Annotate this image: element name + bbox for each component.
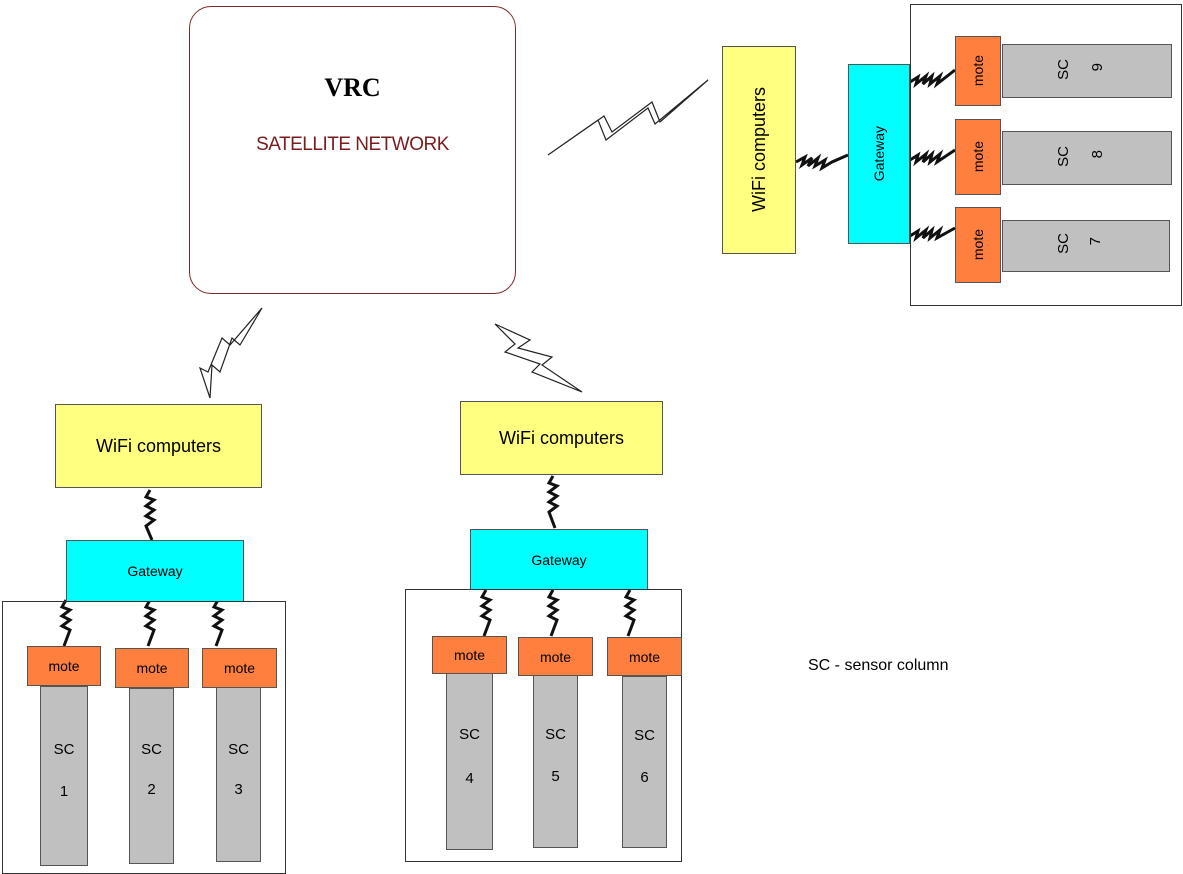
wifi-computers-right: WiFi computers: [722, 46, 796, 254]
vrc-title: VRC: [324, 73, 381, 102]
legend-sensor-column: SC - sensor column: [808, 657, 949, 674]
gateway-middle: Gateway: [470, 529, 648, 590]
gateway-right: Gateway: [848, 64, 910, 244]
mote-4: mote: [432, 636, 507, 674]
sensor-column-6: SC 6: [622, 676, 667, 848]
gateway-left: Gateway: [66, 540, 244, 602]
site-frame-right: [910, 4, 1182, 306]
wifi-computers-left: WiFi computers: [55, 404, 262, 488]
wifi-computers-middle: WiFi computers: [460, 401, 663, 475]
wireless-squiggle: [143, 489, 158, 541]
site-frame-middle: [405, 589, 682, 862]
sensor-column-4: SC 4: [446, 673, 493, 850]
satellite-network-label: SATELLITE NETWORK: [256, 134, 449, 155]
satellite-link-bolt-right: [547, 79, 709, 156]
satellite-link-bolt-left: [198, 307, 263, 399]
sensor-column-1: SC 1: [40, 686, 88, 866]
mote-9: mote: [955, 36, 1001, 106]
mote-1: mote: [27, 646, 101, 686]
sensor-column-2: SC 2: [129, 688, 174, 864]
sensor-column-7: SC 7: [1002, 220, 1170, 272]
mote-5: mote: [518, 637, 593, 676]
wireless-squiggle: [546, 475, 561, 529]
mote-3: mote: [202, 648, 277, 688]
satellite-link-bolt-middle: [494, 323, 583, 393]
sensor-column-3: SC 3: [216, 686, 261, 862]
mote-7: mote: [955, 207, 1001, 283]
vrc-satellite-network-box: VRC SATELLITE NETWORK: [189, 6, 516, 294]
mote-6: mote: [607, 637, 682, 676]
mote-2: mote: [115, 648, 189, 688]
mote-8: mote: [955, 119, 1001, 195]
wireless-squiggle: [795, 153, 849, 172]
sensor-column-5: SC 5: [533, 675, 578, 848]
sensor-column-9: SC 9: [1002, 44, 1172, 98]
sensor-column-8: SC 8: [1002, 131, 1172, 185]
